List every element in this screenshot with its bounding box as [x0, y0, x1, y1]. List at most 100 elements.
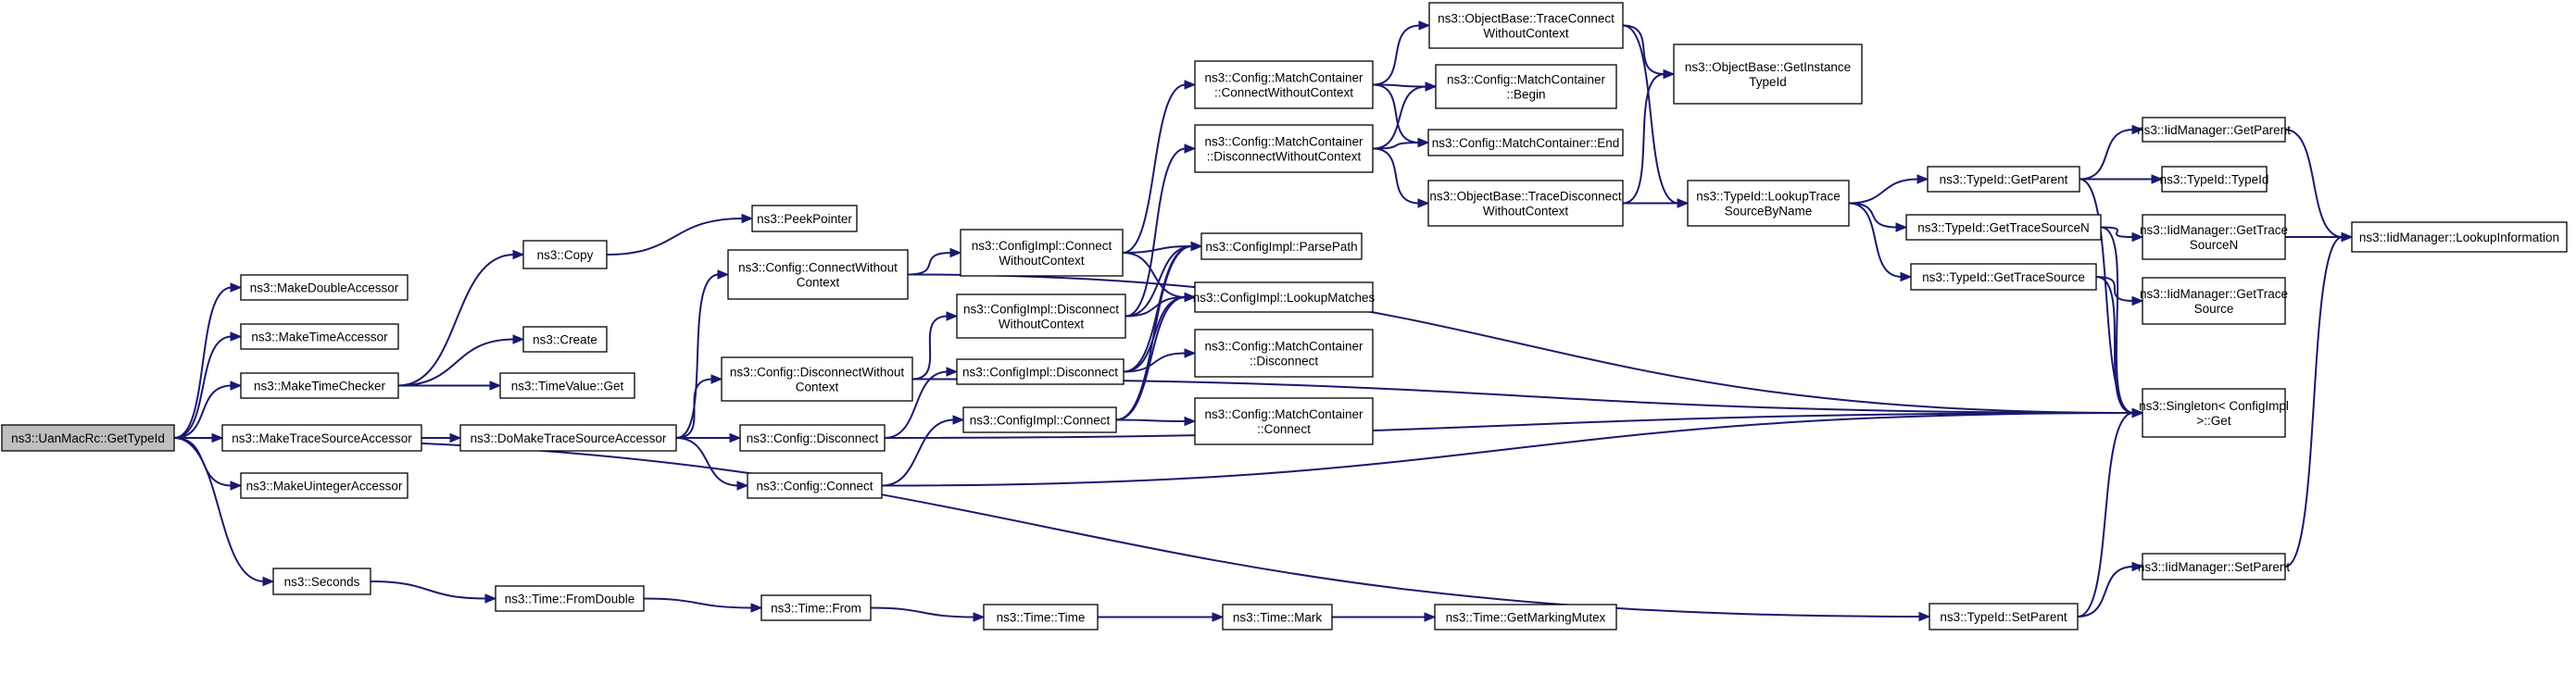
node-singleton[interactable]: ns3::Singleton< ConfigImpl >::Get [2139, 388, 2289, 438]
node-timefrom[interactable]: ns3::Time::From [760, 594, 872, 621]
edge-cicwc-to-lookup [1122, 252, 1187, 298]
edge-mcdwc-to-mcbegin [1372, 85, 1427, 150]
node-getmark[interactable]: ns3::Time::GetMarkingMutex [1434, 604, 1617, 630]
node-tsetparent[interactable]: ns3::TypeId::SetParent [1929, 603, 2079, 630]
node-ttypeid[interactable]: ns3::TypeId::TypeId [2160, 166, 2269, 193]
node-imgetparent[interactable]: ns3::IidManager::GetParent [2137, 117, 2291, 143]
node-label: ns3::ConfigImpl::Connect [970, 414, 1111, 428]
edge-cfgdwc-to-cidwc [911, 315, 949, 381]
node-mcdwc[interactable]: ns3::Config::MatchContainer::DisconnectW… [1194, 124, 1374, 173]
edge-obtcwc-to-lookuptrace [1622, 24, 1679, 205]
node-lookup[interactable]: ns3::ConfigImpl::LookupMatches [1193, 281, 1376, 313]
node-cfgdwc[interactable]: ns3::Config::DisconnectWithoutContext [721, 356, 913, 402]
node-box [760, 594, 872, 621]
node-label: ::Begin [1506, 88, 1545, 102]
node-timetime[interactable]: ns3::Time::Time [983, 604, 1099, 630]
node-label: ns3::IidManager::GetTrace [2140, 287, 2288, 301]
node-mktimechk[interactable]: ns3::MakeTimeChecker [240, 372, 399, 399]
node-label: ns3::Config::MatchContainer [1204, 71, 1363, 85]
node-label: ::DisconnectWithoutContext [1207, 150, 1362, 164]
node-box [1927, 166, 2080, 193]
edge-arrowhead [717, 269, 730, 280]
edge-root-to-tsetparent [173, 437, 1921, 618]
edge-arrowhead [2341, 231, 2354, 243]
node-label: WithoutContext [999, 254, 1085, 268]
node-obtcwc[interactable]: ns3::ObjectBase::TraceConnectWithoutCont… [1428, 2, 1624, 49]
node-box [1905, 214, 2102, 241]
edge-arrowhead [1417, 137, 1430, 148]
node-tgetparent[interactable]: ns3::TypeId::GetParent [1927, 166, 2080, 193]
node-label: ns3::Time::From [771, 602, 861, 616]
edge-tgets-to-singleton [2095, 276, 2134, 414]
node-label: Context [796, 381, 839, 394]
node-box [727, 249, 909, 300]
node-imgets[interactable]: ns3::IidManager::GetTraceSource [2140, 277, 2288, 325]
node-mark[interactable]: ns3::Time::Mark [1222, 604, 1333, 630]
node-label: ::Connect [1257, 422, 1311, 436]
edge-cfgconn-to-ciconn [881, 418, 955, 487]
edge-tgetsn-to-imgetsn [2100, 226, 2134, 238]
node-mkuint[interactable]: ns3::MakeUintegerAccessor [240, 472, 408, 499]
node-mccwc[interactable]: ns3::Config::MatchContainer::ConnectWith… [1194, 60, 1374, 109]
edge-arrowhead [1184, 348, 1197, 358]
node-mcbegin[interactable]: ns3::Config::MatchContainer::Begin [1435, 64, 1617, 109]
node-tgetsn[interactable]: ns3::TypeId::GetTraceSourceN [1905, 214, 2102, 241]
node-label: ns3::ObjectBase::TraceConnect [1438, 12, 1615, 26]
node-box [495, 585, 645, 612]
node-box [1194, 281, 1374, 313]
node-copy[interactable]: ns3::Copy [522, 240, 608, 269]
edge-arrowhead [230, 331, 243, 342]
node-tgets[interactable]: ns3::TypeId::GetTraceSource [1910, 263, 2097, 291]
node-box [2142, 117, 2286, 143]
node-fromdouble[interactable]: ns3::Time::FromDouble [495, 585, 645, 612]
node-domake[interactable]: ns3::DoMakeTraceSourceAccessor [459, 424, 677, 452]
node-box [1687, 180, 1850, 227]
node-label: ns3::MakeDoubleAccessor [250, 281, 399, 295]
node-box [2142, 553, 2286, 580]
node-peek[interactable]: ns3::PeekPointer [751, 205, 858, 232]
edge-obtcwc-to-obgit [1622, 24, 1665, 75]
node-mktrace[interactable]: ns3::MakeTraceSourceAccessor [221, 424, 422, 452]
node-ciconn[interactable]: ns3::ConfigImpl::Connect [962, 406, 1117, 433]
node-mcdisc[interactable]: ns3::Config::MatchContainer::Disconnect [1194, 329, 1374, 378]
node-cfgdisc[interactable]: ns3::Config::Disconnect [739, 424, 886, 452]
node-box [1194, 60, 1374, 109]
edge-root-to-mktimeacc [173, 335, 232, 439]
node-label: TypeId [1749, 75, 1787, 89]
node-cicwc[interactable]: ns3::ConfigImpl::ConnectWithoutContext [960, 229, 1124, 277]
node-tvget[interactable]: ns3::TimeValue::Get [499, 372, 635, 399]
node-label: ns3::ConfigImpl::Disconnect [962, 366, 1118, 380]
node-seconds[interactable]: ns3::Seconds [272, 568, 371, 595]
node-mcend[interactable]: ns3::Config::MatchContainer::End [1427, 129, 1624, 156]
node-mktimeacc[interactable]: ns3::MakeTimeAccessor [240, 323, 399, 350]
node-imsetparent[interactable]: ns3::IidManager::SetParent [2138, 553, 2291, 580]
node-box [240, 274, 408, 301]
edge-domake-to-cfgcwc [675, 273, 720, 439]
node-create[interactable]: ns3::Create [522, 326, 608, 353]
node-imlookup[interactable]: ns3::IidManager::LookupInformation [2351, 221, 2568, 253]
edge-domake-to-cfgconn [675, 437, 739, 487]
node-cidisc[interactable]: ns3::ConfigImpl::Disconnect [956, 358, 1125, 385]
node-parse[interactable]: ns3::ConfigImpl::ParsePath [1200, 232, 1363, 260]
node-imgetsn[interactable]: ns3::IidManager::GetTraceSourceN [2140, 214, 2288, 260]
node-mcconn[interactable]: ns3::Config::MatchContainer::Connect [1194, 397, 1374, 445]
node-box [721, 356, 913, 402]
node-box [221, 424, 422, 452]
edge-arrowhead [741, 213, 754, 224]
node-label: >::Get [2196, 414, 2230, 428]
node-root[interactable]: ns3::UanMacRc::GetTypeId [1, 424, 175, 452]
node-cidwc[interactable]: ns3::ConfigImpl::DisconnectWithoutContex… [956, 293, 1126, 339]
edge-obtdwc-to-obgit [1622, 73, 1665, 205]
node-label: ns3::TypeId::TypeId [2160, 173, 2269, 187]
node-label: Context [797, 276, 840, 290]
node-cfgcwc[interactable]: ns3::Config::ConnectWithoutContext [727, 249, 909, 300]
node-label: ns3::MakeTraceSourceAccessor [232, 431, 412, 445]
node-obtdwc[interactable]: ns3::ObjectBase::TraceDisconnectWithoutC… [1427, 180, 1624, 227]
edge-timefrom-to-timetime [870, 606, 975, 618]
node-mkdouble[interactable]: ns3::MakeDoubleAccessor [240, 274, 408, 301]
node-cfgconn[interactable]: ns3::Config::Connect [747, 472, 883, 499]
edge-arrowhead [2151, 174, 2164, 184]
